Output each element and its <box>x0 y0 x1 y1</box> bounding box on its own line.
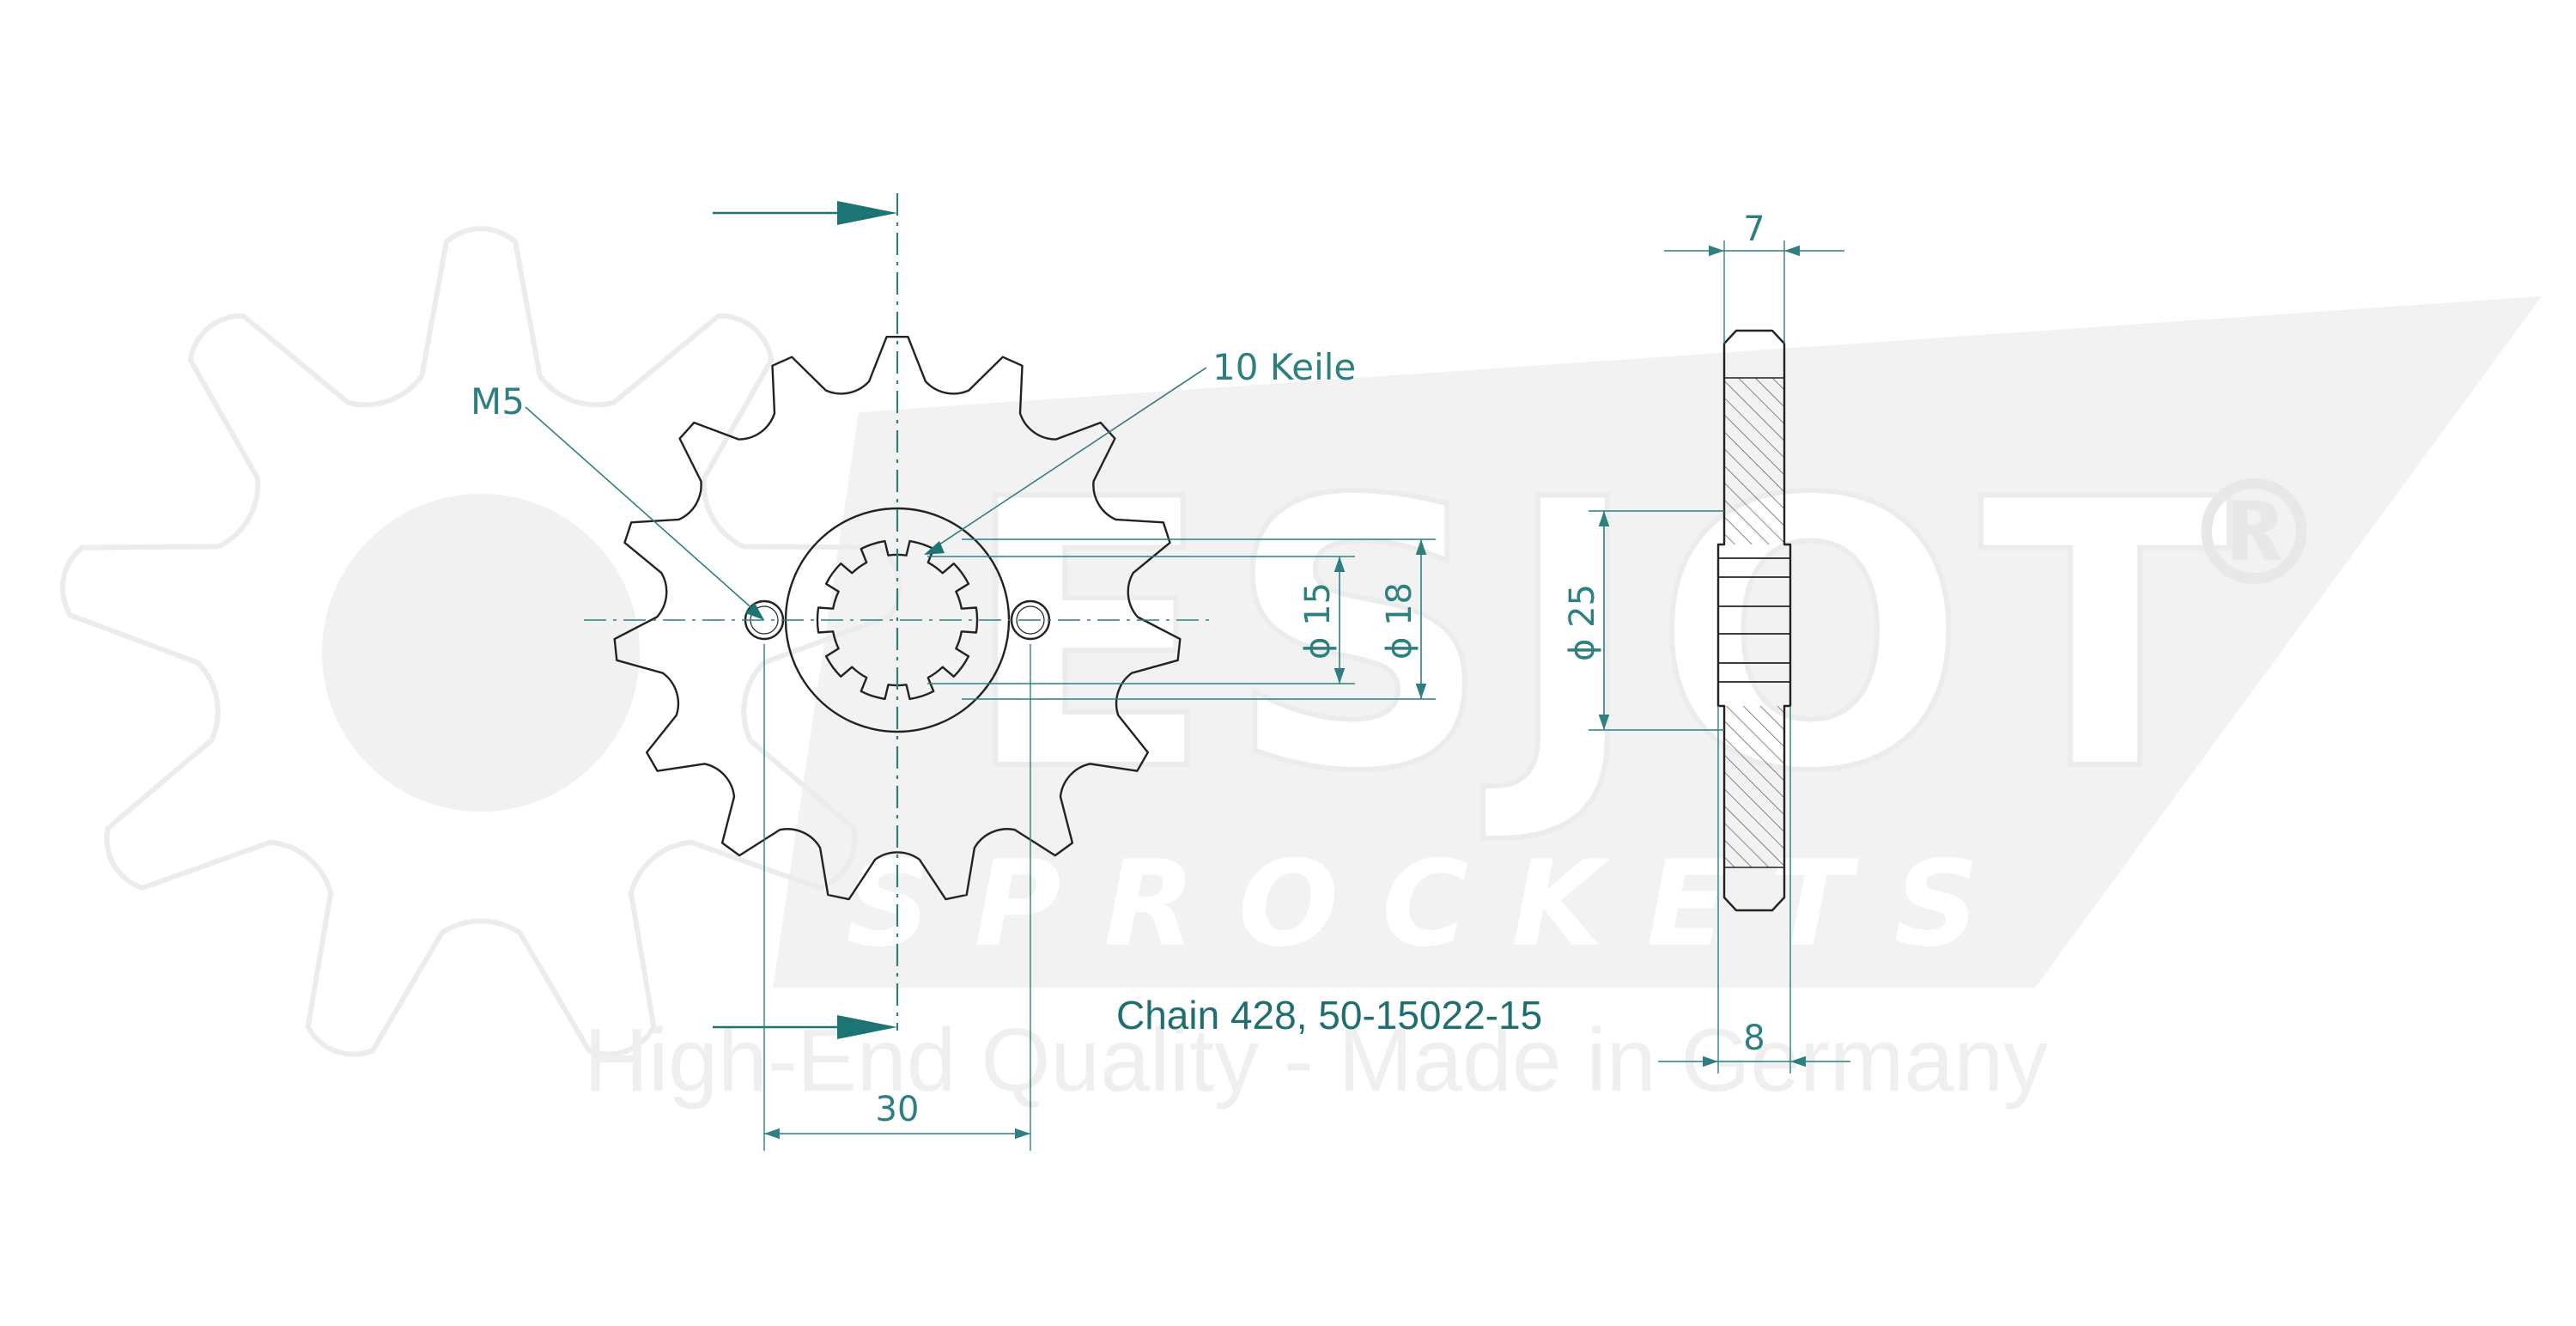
spline-bore <box>816 539 979 701</box>
watermark-brand: ESJOT <box>962 423 2243 852</box>
side-profile-outline <box>1716 329 1792 912</box>
d15-label: ϕ 15 <box>1298 582 1338 660</box>
m5-label: M5 <box>471 380 525 423</box>
watermark-gear-outline <box>59 226 902 1057</box>
side-view: 7 8 ϕ 25 <box>1563 210 1850 1074</box>
hole-distance-label: 30 <box>876 1090 920 1129</box>
front-view: M5 10 Keile ϕ 15 ϕ 18 30 <box>471 193 1436 1151</box>
watermark: ESJOT ® SPROCKETS High-End Quality - Mad… <box>59 226 2542 1110</box>
spline-count-label: 10 Keile <box>1212 346 1356 388</box>
spline-leader-arrowhead <box>924 541 945 555</box>
side-spline-grooves <box>1718 557 1790 683</box>
sprocket-tooth-profile <box>613 336 1182 901</box>
m5-leader-line <box>525 406 756 612</box>
threaded-hole-right-inner <box>1016 605 1045 635</box>
chain-part-caption: Chain 428, 50-15022-15 <box>1116 993 1542 1037</box>
section-arrow-bottom <box>713 1015 897 1039</box>
d25-label: ϕ 25 <box>1563 584 1602 661</box>
hub-width-label: 8 <box>1743 1019 1765 1058</box>
watermark-registered-mark: ® <box>2181 449 2327 619</box>
tooth-width-label: 7 <box>1743 210 1765 249</box>
d18-label: ϕ 18 <box>1380 582 1419 660</box>
watermark-subbrand: SPROCKETS <box>846 835 2022 973</box>
section-arrow-top <box>713 201 897 225</box>
m5-leader-arrowhead <box>745 603 764 620</box>
watermark-gear-hub <box>322 494 640 812</box>
spline-leader-line <box>931 367 1207 550</box>
side-section-lower <box>1724 706 1784 867</box>
side-section-upper <box>1724 378 1784 544</box>
watermark-banner-shape <box>773 296 2542 988</box>
